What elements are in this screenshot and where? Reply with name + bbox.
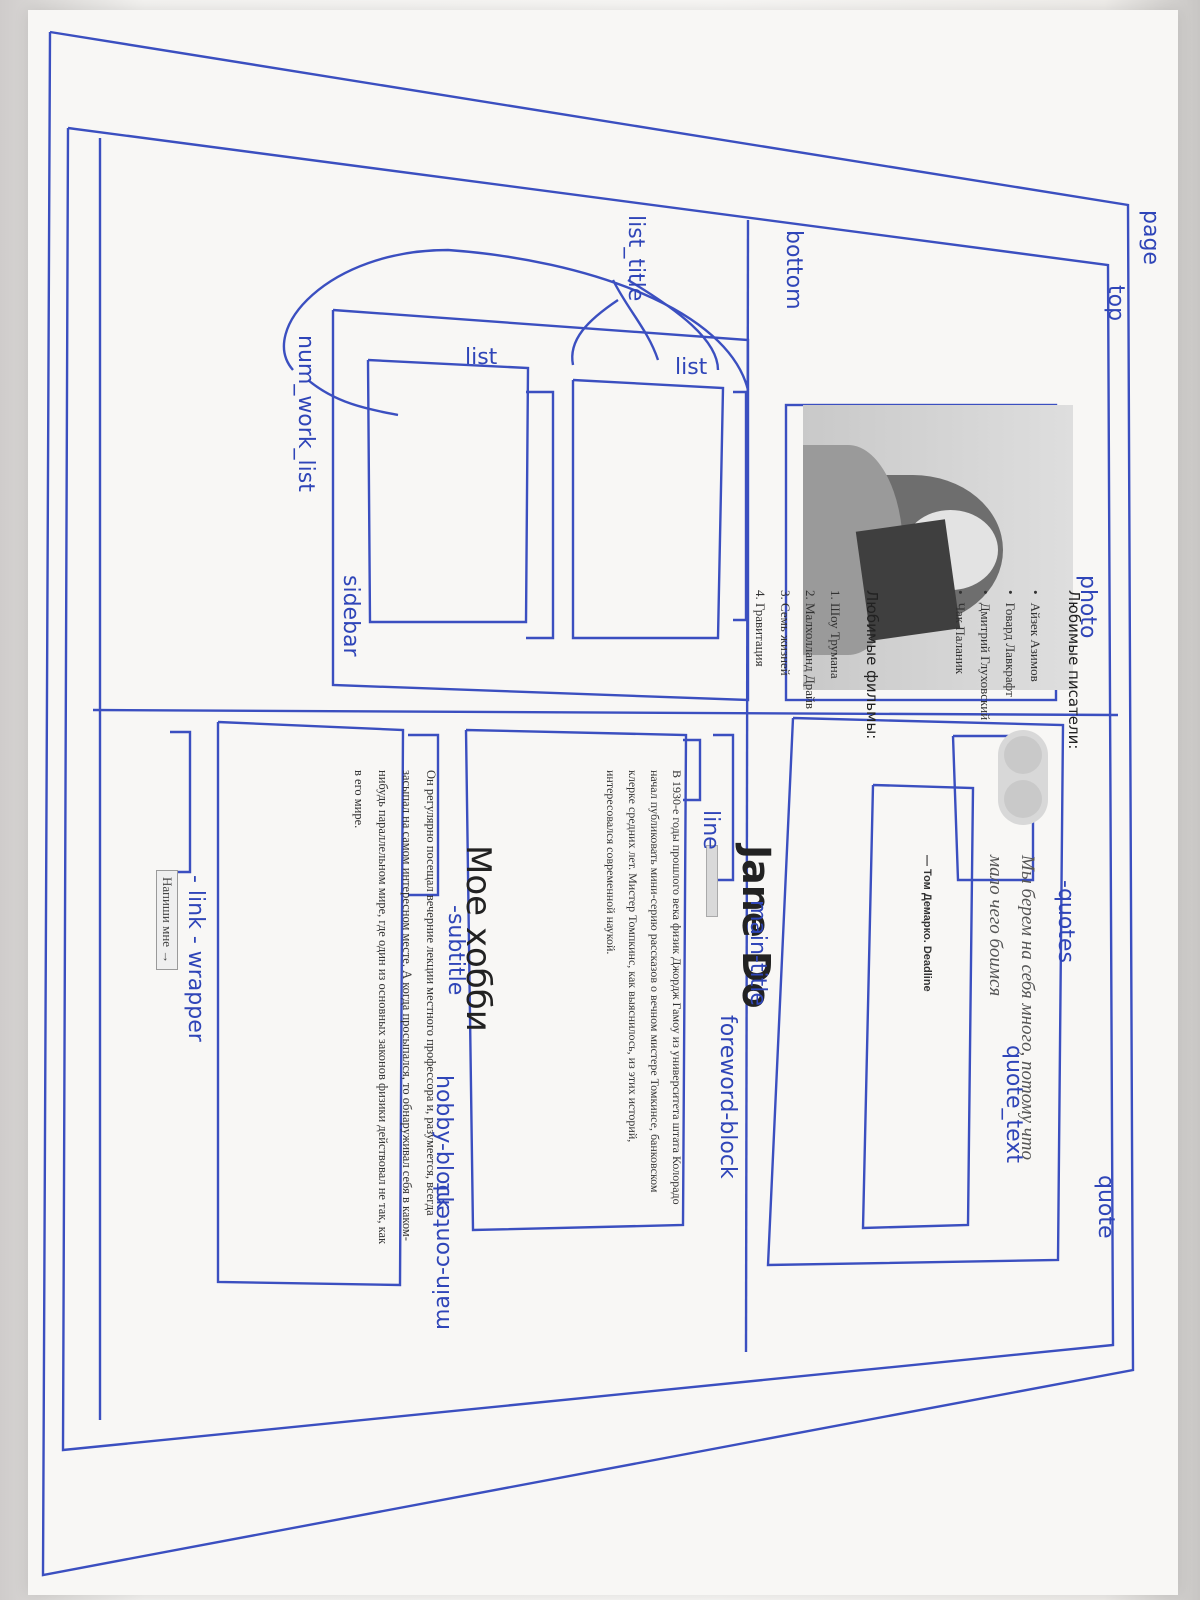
annotation-list-2: list bbox=[465, 345, 498, 370]
annotation-subtitle: -subtitle bbox=[443, 905, 468, 996]
films-list: 1. Шоу Трумана 2. Малхолланд Драйв 3. Се… bbox=[748, 590, 848, 709]
list-item: 4. Гравитация bbox=[753, 590, 768, 667]
annotation-num-work-list: num_work_list bbox=[293, 335, 318, 492]
contact-link[interactable]: Напиши мне → bbox=[156, 870, 178, 971]
quote-author: — Том Демарко. Deadline bbox=[921, 855, 933, 992]
title-line bbox=[706, 845, 718, 917]
annotation-line: line bbox=[698, 810, 723, 850]
annotation-top: top bbox=[1103, 285, 1128, 322]
annotation-photo: photo bbox=[1075, 575, 1100, 639]
annotation-link-wrapper: - link - wrapper bbox=[183, 875, 208, 1042]
annotation-quote-text: quote_text bbox=[1001, 1045, 1026, 1163]
paper-sheet: Мы берем на себя много, потому что мало … bbox=[28, 10, 1178, 1595]
annotation-list-title: list_title bbox=[623, 215, 648, 302]
annotation-main-title: main-title bbox=[745, 900, 770, 1006]
annotation-quote: quote bbox=[1093, 1175, 1118, 1239]
annotation-main-content: main-content bbox=[430, 1182, 455, 1330]
annotation-quotes: -quotes bbox=[1053, 880, 1078, 963]
list-item: 2. Малхолланд Драйв bbox=[803, 590, 818, 710]
annotation-sidebar: sidebar bbox=[338, 575, 363, 657]
list-item: Дмитрий Глуховский bbox=[973, 590, 998, 721]
annotation-page: page bbox=[1138, 210, 1163, 265]
quotes-icon bbox=[998, 730, 1048, 825]
films-list-title: Любимые фильмы: bbox=[863, 590, 881, 740]
list-item: Айзек Азимов bbox=[1023, 590, 1048, 720]
foreword-block: В 1930-е годы прошлого века физик Джордж… bbox=[604, 770, 684, 1205]
list-item: Чак Паланик bbox=[948, 590, 973, 720]
list-item: 3. Семь жизней bbox=[778, 590, 793, 676]
annotation-foreword-block: foreword-block bbox=[715, 1015, 740, 1179]
list-item: Говард Лавкрафт bbox=[998, 590, 1023, 720]
annotation-bottom: bottom bbox=[781, 230, 806, 310]
hobby-block: Он регулярно посещал вечерние лекции мес… bbox=[352, 770, 438, 1245]
printed-layout: Мы берем на себя много, потому что мало … bbox=[103, 205, 1103, 1305]
annotation-list-1: list bbox=[675, 355, 708, 380]
writers-list: Айзек Азимов Говард Лавкрафт Дмитрий Глу… bbox=[948, 590, 1048, 721]
list-item: 1. Шоу Трумана bbox=[828, 590, 843, 679]
